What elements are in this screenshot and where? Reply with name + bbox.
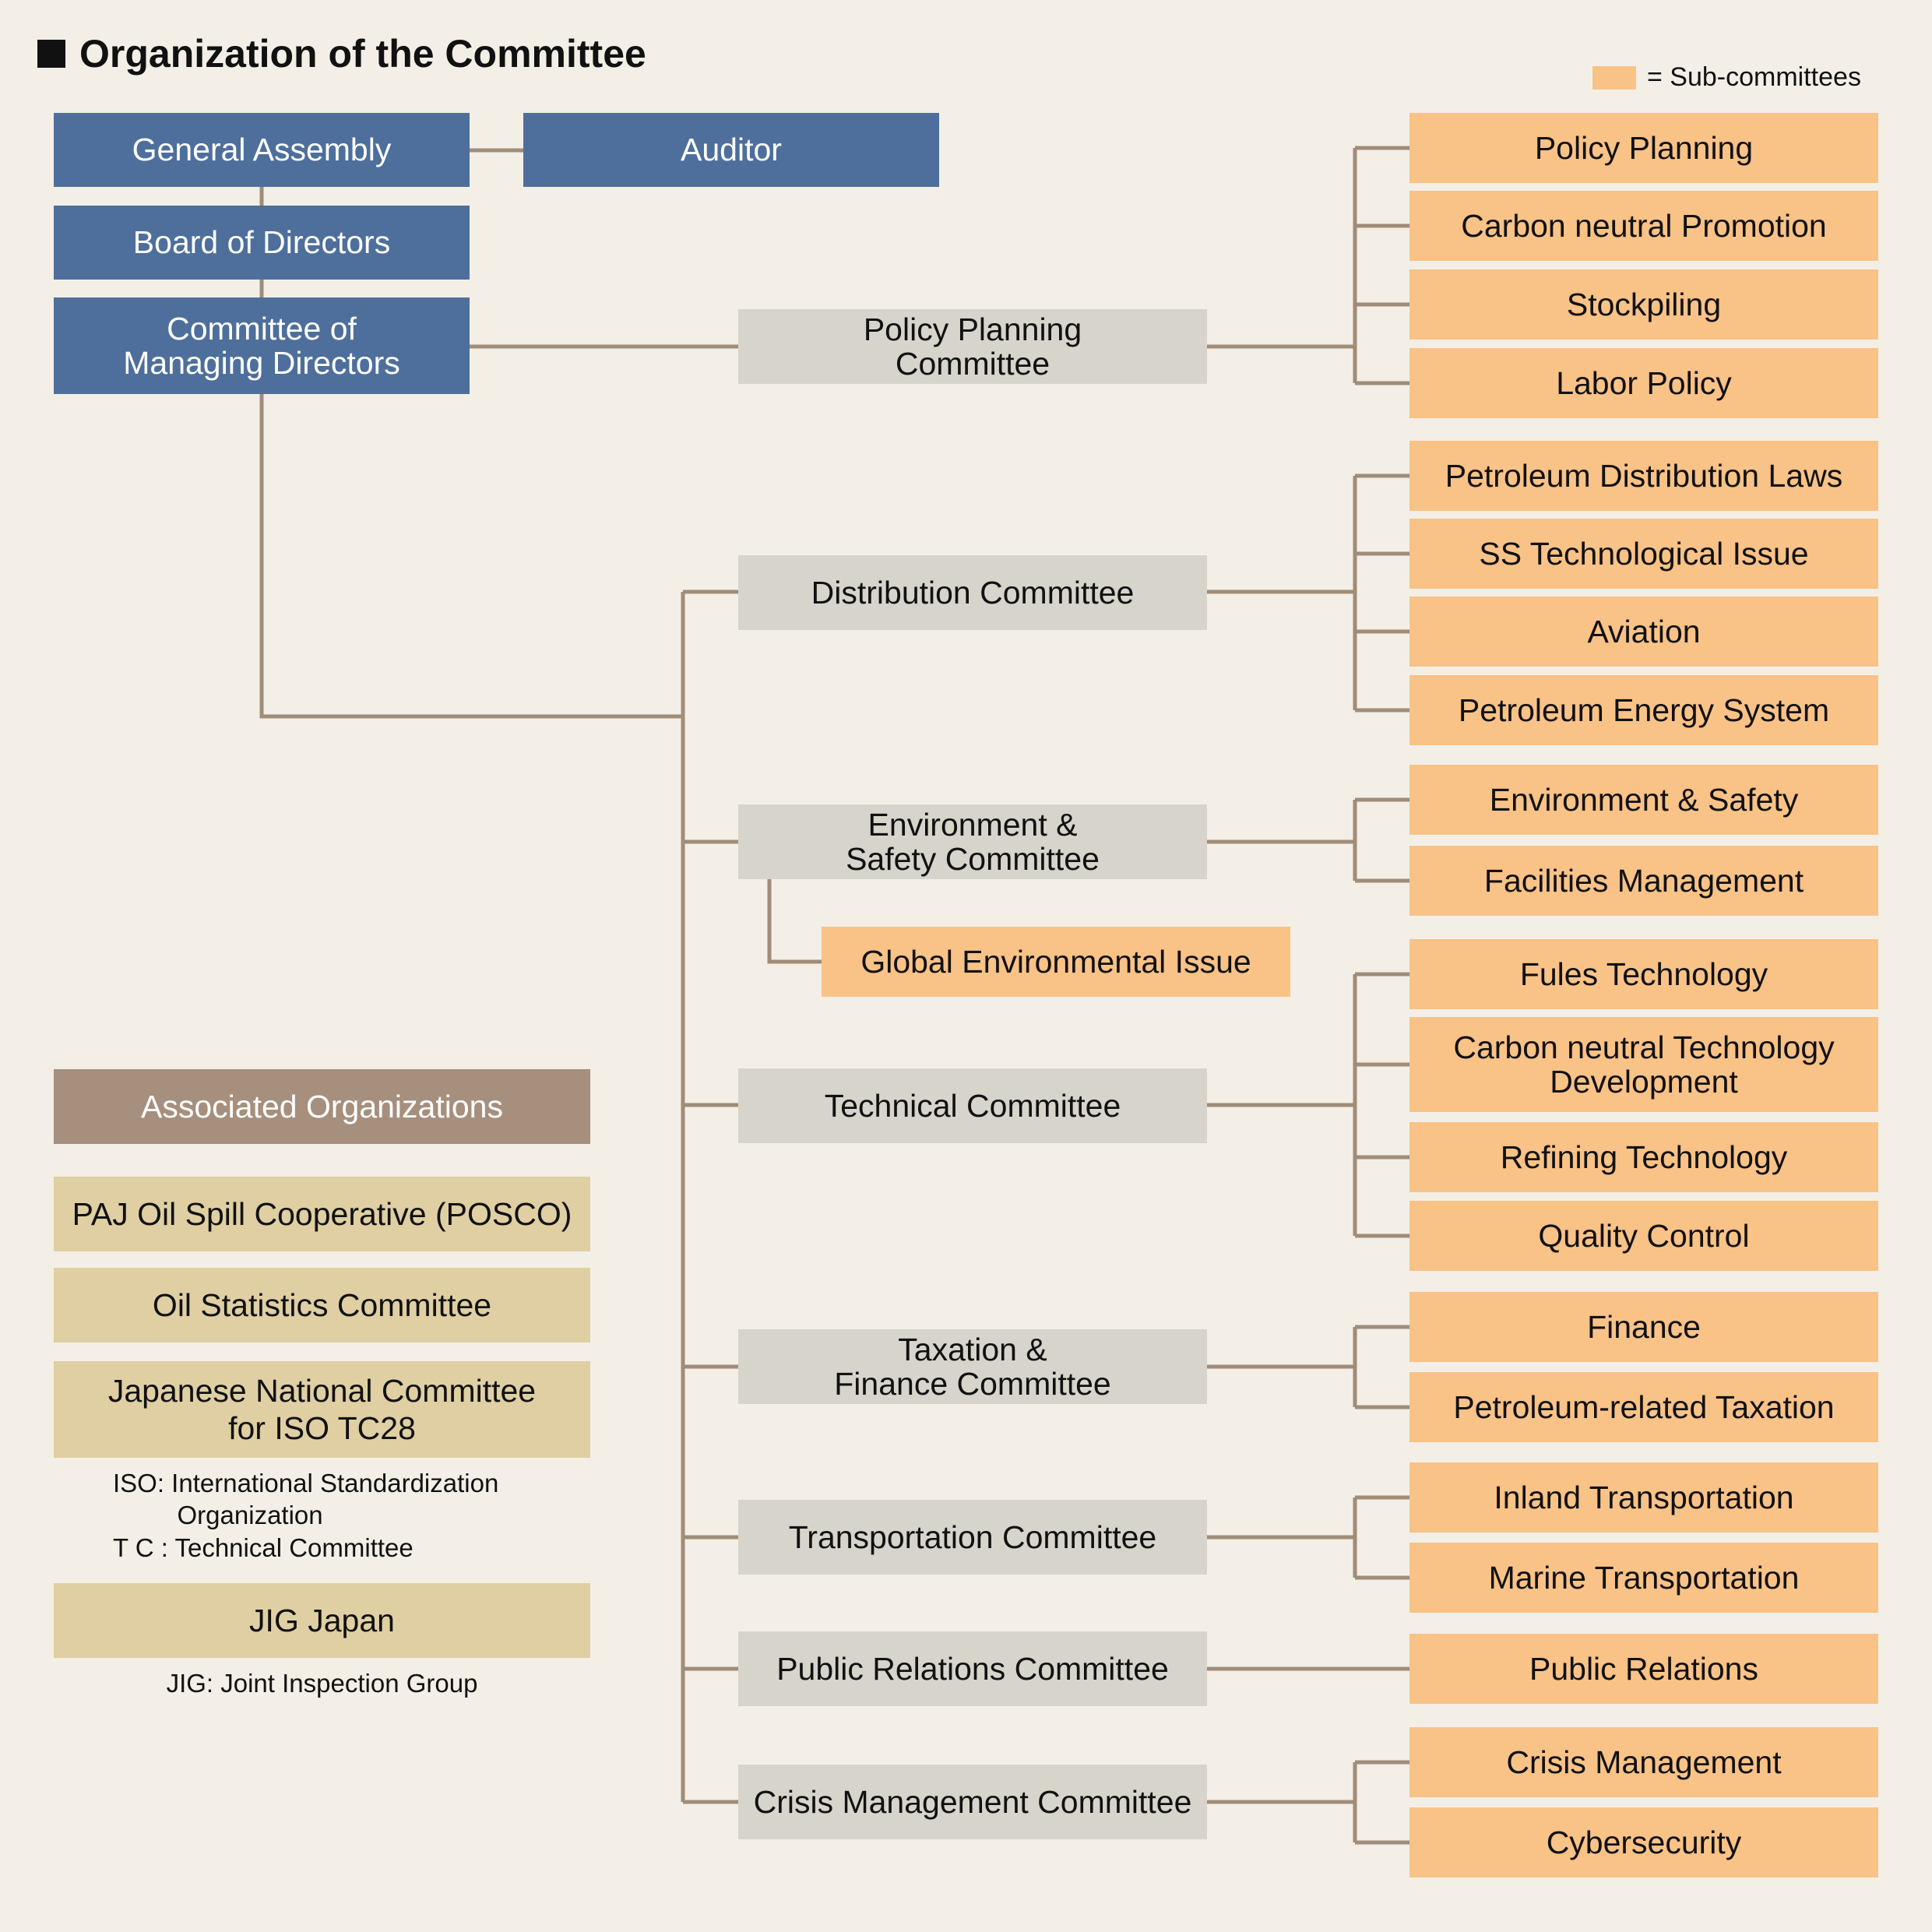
- bracket-crisis: [1207, 1760, 1409, 1845]
- bracket-taxation: [1207, 1325, 1409, 1409]
- committee-taxation-finance: Taxation & Finance Committee: [738, 1329, 1207, 1404]
- subcommittee-public-relations: Public Relations: [1409, 1634, 1878, 1704]
- subcommittee-finance: Finance: [1409, 1292, 1878, 1362]
- committee-environment-safety: Environment & Safety Committee: [738, 804, 1207, 879]
- subcommittee-fules-technology: Fules Technology: [1409, 939, 1878, 1009]
- subcommittee-global-environmental-issue: Global Environmental Issue: [822, 927, 1290, 997]
- subcommittee-environment-safety: Environment & Safety: [1409, 765, 1878, 835]
- bracket-policy-planning: [1207, 146, 1409, 385]
- managing-directors-box: Committee of Managing Directors: [54, 297, 470, 394]
- committee-public-relations: Public Relations Committee: [738, 1631, 1207, 1706]
- general-assembly-box: General Assembly: [54, 113, 470, 187]
- legend: = Sub-committees: [1592, 62, 1861, 93]
- committee-distribution: Distribution Committee: [738, 555, 1207, 630]
- diagram-title: Organization of the Committee: [37, 31, 646, 76]
- bracket-transportation: [1207, 1495, 1409, 1580]
- bracket-environment: [1207, 797, 1409, 883]
- associated-japanese-national-committee-iso-tc28: Japanese National Committee for ISO TC28: [54, 1361, 590, 1458]
- bracket-technical: [1207, 972, 1409, 1238]
- subcommittee-marine-transportation: Marine Transportation: [1409, 1543, 1878, 1613]
- jig-note: JIG: Joint Inspection Group: [166, 1669, 478, 1698]
- subcommittee-stockpiling: Stockpiling: [1409, 269, 1878, 340]
- subcommittee-crisis-management: Crisis Management: [1409, 1727, 1878, 1797]
- board-of-directors-box: Board of Directors: [54, 206, 470, 280]
- subcommittee-petroleum-related-taxation: Petroleum-related Taxation: [1409, 1372, 1878, 1442]
- subcommittee-cybersecurity: Cybersecurity: [1409, 1807, 1878, 1877]
- subcommittee-aviation: Aviation: [1409, 596, 1878, 667]
- legend-text: = Sub-committees: [1647, 62, 1861, 92]
- connector-managing-trunk: [259, 394, 683, 719]
- subcommittee-petroleum-distribution-laws: Petroleum Distribution Laws: [1409, 441, 1878, 511]
- connector-environment-global: [767, 879, 822, 964]
- legend-swatch: [1592, 65, 1636, 90]
- associated-organizations-header: Associated Organizations: [54, 1069, 590, 1144]
- subcommittee-refining-technology: Refining Technology: [1409, 1122, 1878, 1192]
- associated-posco: PAJ Oil Spill Cooperative (POSCO): [54, 1177, 590, 1251]
- subcommittee-policy-planning: Policy Planning: [1409, 113, 1878, 183]
- bracket-distribution: [1207, 473, 1409, 713]
- committee-transportation: Transportation Committee: [738, 1500, 1207, 1575]
- subcommittee-inland-transportation: Inland Transportation: [1409, 1462, 1878, 1533]
- committee-technical: Technical Committee: [738, 1068, 1207, 1143]
- associated-jig-japan: JIG Japan: [54, 1583, 590, 1658]
- subcommittee-quality-control: Quality Control: [1409, 1201, 1878, 1271]
- committee-policy-planning: Policy Planning Committee: [738, 309, 1207, 384]
- title-text: Organization of the Committee: [79, 32, 646, 76]
- iso-note: ISO: International Standardization Organ…: [113, 1469, 499, 1562]
- subcommittee-carbon-neutral-technology-development: Carbon neutral Technology Development: [1409, 1017, 1878, 1112]
- title-square-icon: [37, 40, 65, 68]
- subcommittee-petroleum-energy-system: Petroleum Energy System: [1409, 675, 1878, 745]
- subcommittee-ss-technological-issue: SS Technological Issue: [1409, 519, 1878, 589]
- associated-oil-statistics-committee: Oil Statistics Committee: [54, 1268, 590, 1343]
- subcommittee-facilities-management: Facilities Management: [1409, 846, 1878, 916]
- auditor-box: Auditor: [523, 113, 939, 187]
- committee-crisis-management: Crisis Management Committee: [738, 1765, 1207, 1839]
- subcommittee-labor-policy: Labor Policy: [1409, 348, 1878, 418]
- subcommittee-carbon-neutral-promotion: Carbon neutral Promotion: [1409, 191, 1878, 261]
